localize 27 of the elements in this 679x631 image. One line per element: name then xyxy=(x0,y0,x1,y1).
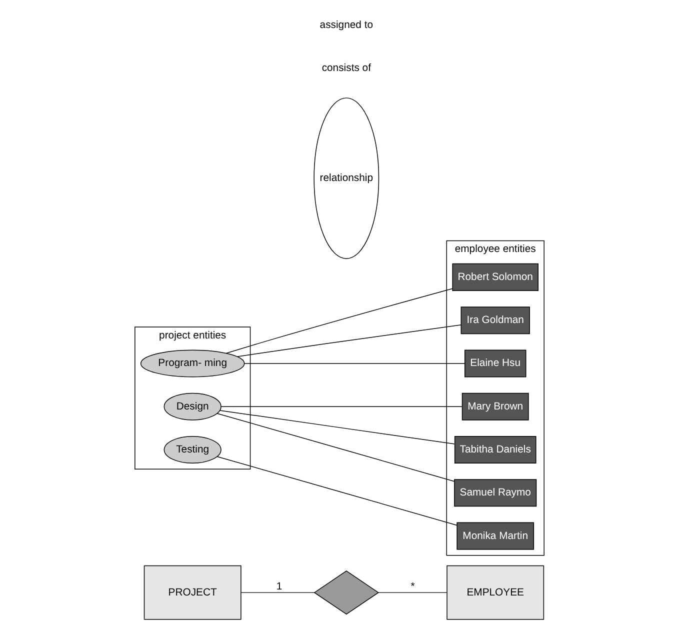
node-ellipse: Program- ming xyxy=(140,350,245,378)
node-box: PROJECT xyxy=(144,565,242,620)
edge-label: 1 xyxy=(276,582,282,593)
node-box: Ira Goldman xyxy=(460,306,530,334)
node-ellipse: relationship xyxy=(314,98,380,259)
connector xyxy=(216,413,455,482)
node-box: Mary Brown xyxy=(462,392,529,420)
node-ellipse: Design xyxy=(164,392,222,420)
connector xyxy=(244,363,466,364)
connector xyxy=(226,288,453,354)
node-box: Robert Solomon xyxy=(452,263,538,291)
node-ellipse: Testing xyxy=(164,436,222,464)
connector xyxy=(220,410,456,444)
edge-label: * xyxy=(410,582,415,593)
node-box: Elaine Hsu xyxy=(464,350,526,378)
connector xyxy=(220,406,463,407)
connector xyxy=(378,592,448,593)
node-box: EMPLOYEE xyxy=(446,565,544,620)
label: assigned to xyxy=(320,20,374,31)
connector xyxy=(236,324,462,358)
label: consists of xyxy=(322,62,371,74)
node-diamond xyxy=(314,570,380,615)
node-box: Samuel Raymo xyxy=(454,479,537,507)
connector xyxy=(240,592,315,593)
connector xyxy=(216,456,458,526)
node-box: Monika Martin xyxy=(456,522,534,550)
node-box: Tabitha Daniels xyxy=(454,436,536,464)
